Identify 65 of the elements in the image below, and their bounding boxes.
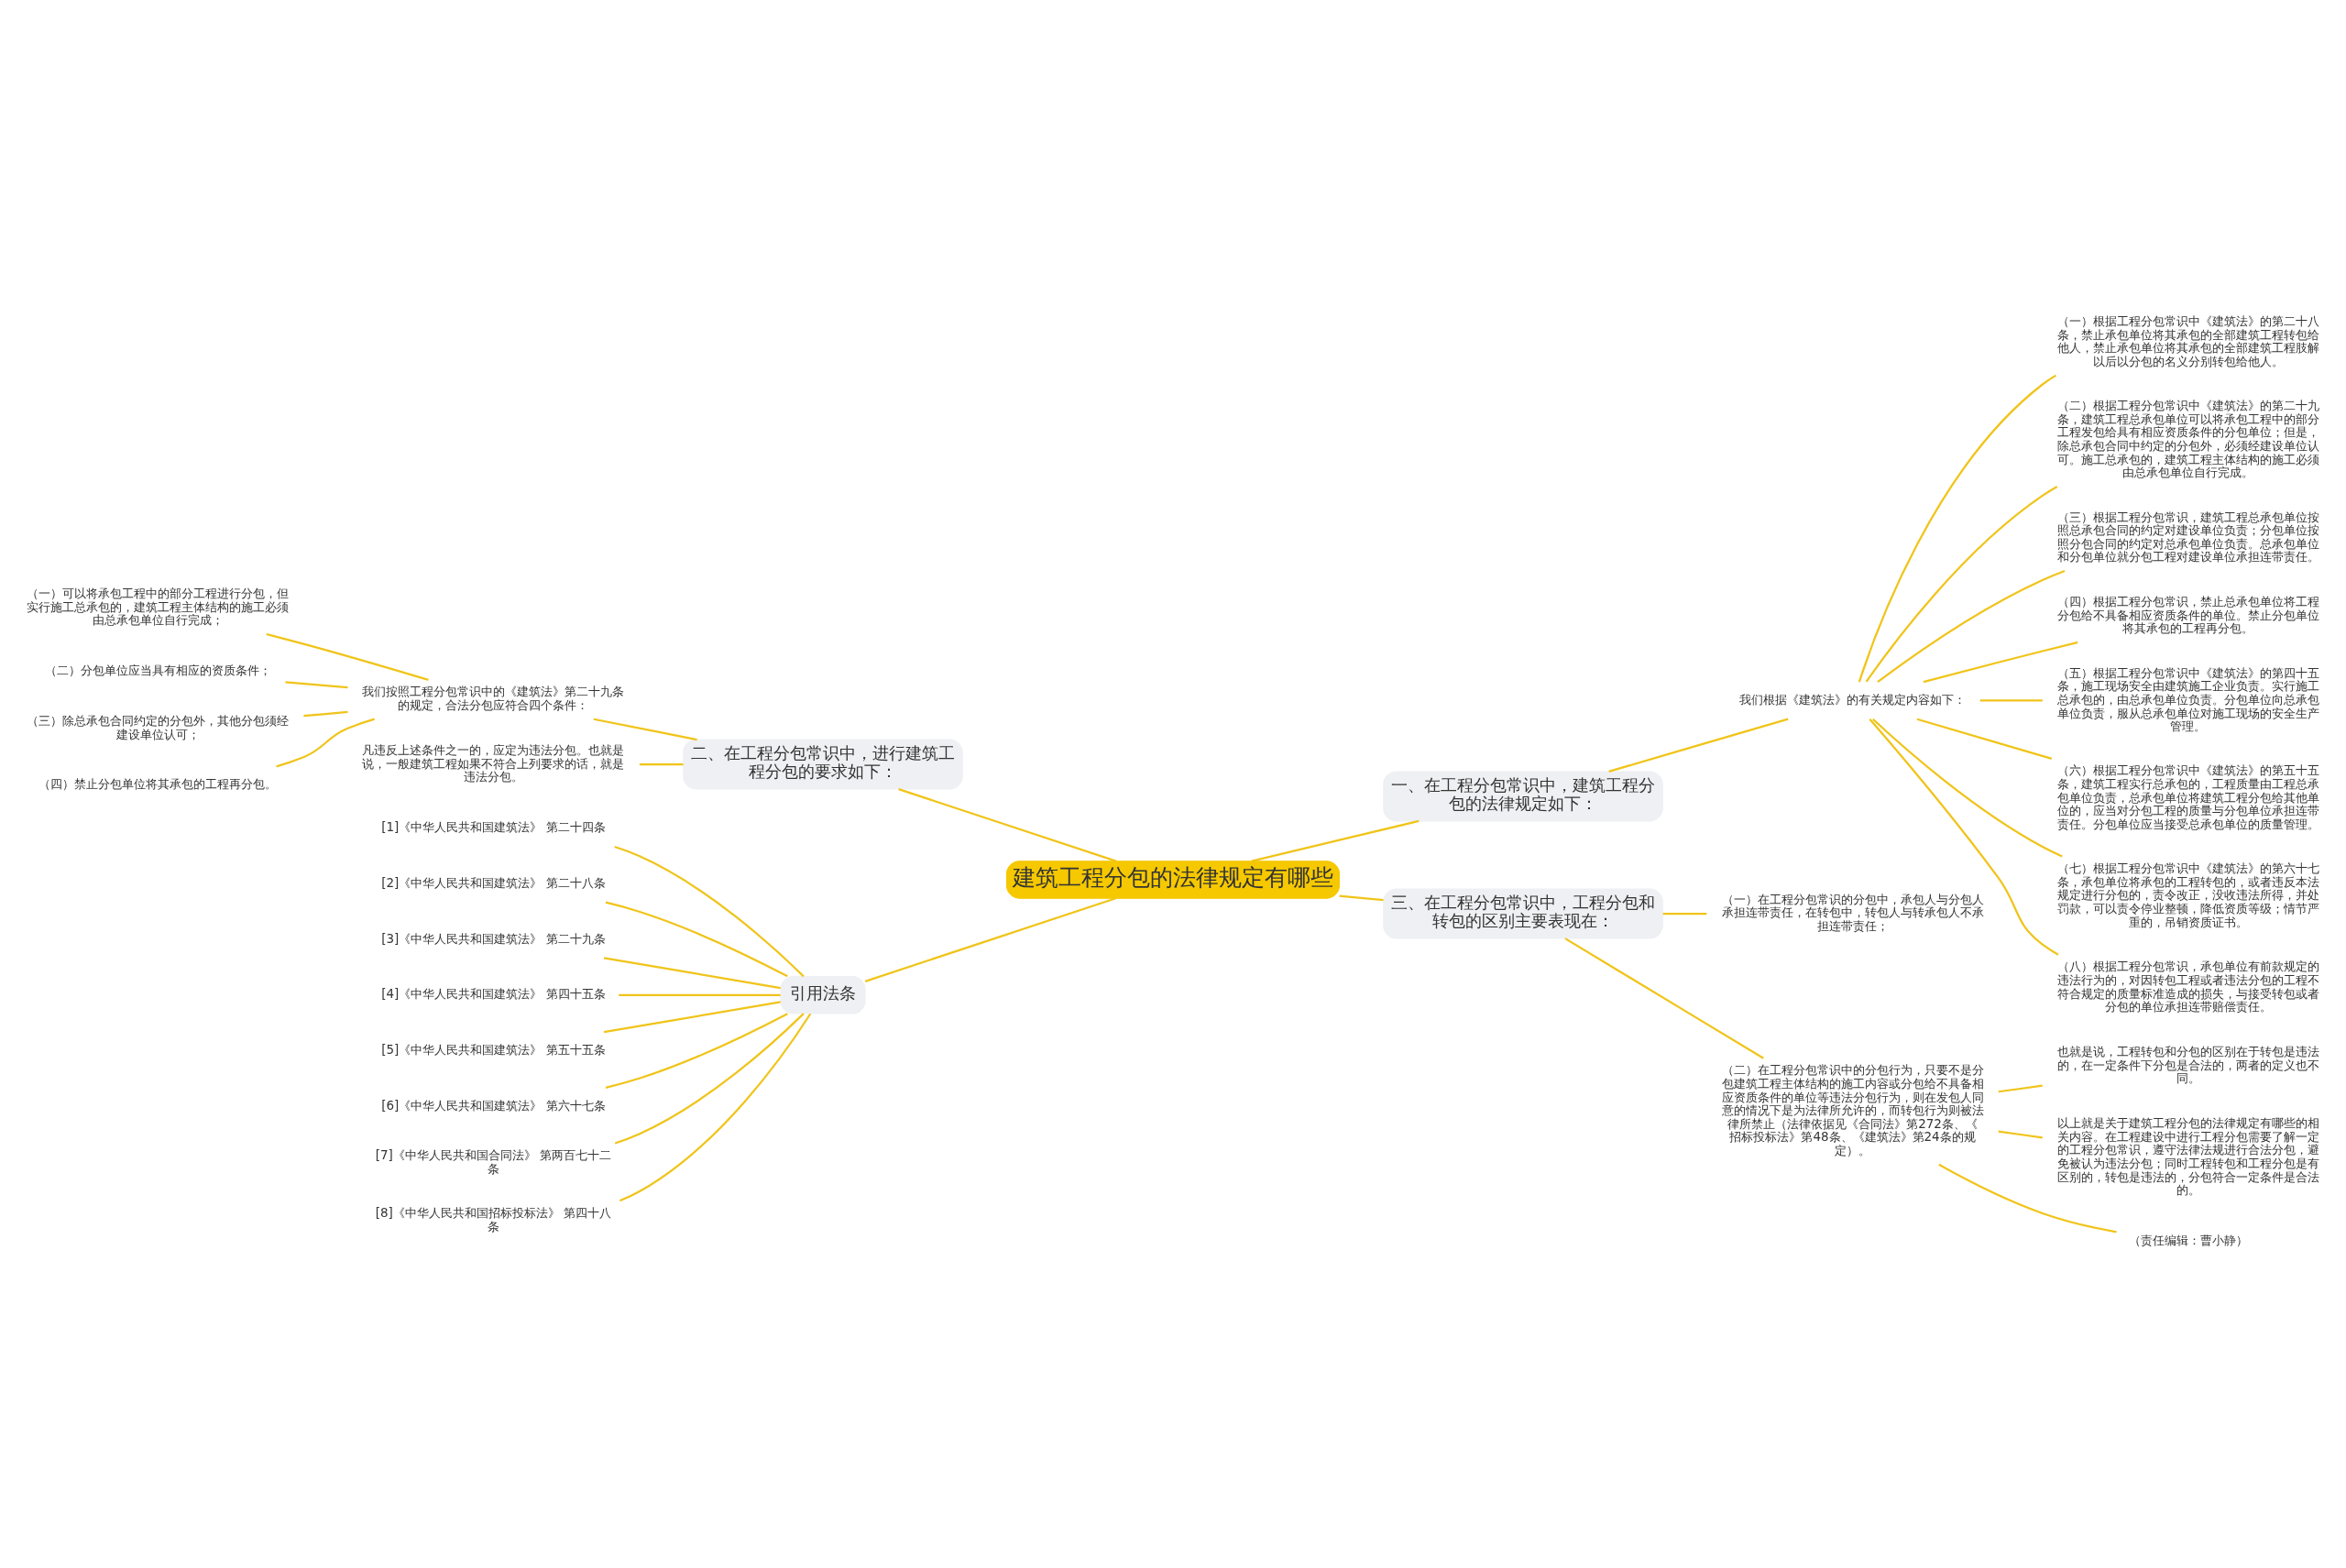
node-box: 一、在工程分包常识中，建筑工程分包的法律规定如下： [1383,770,1663,821]
connector [614,1012,805,1145]
connector [605,1012,788,1089]
node-text: [5]《中华人民共和国建筑法》 第五十五条 [381,1041,606,1057]
node-box: 三、在工程分包常识中，工程分包和转包的区别主要表现在： [1383,888,1663,939]
node-text: （一）在工程分包常识的分包中，承包人与分包人承担连带责任，在转包中，转包人与转承包人不承担连带责任； [1721,891,1984,933]
connector [639,762,684,765]
connector [1998,1084,2043,1092]
node-box: 建筑工程分包的法律规定有哪些 [1006,860,1340,899]
connector [303,710,348,717]
connector [285,680,348,688]
node-text: [6]《中华人民共和国建筑法》 第六十七条 [381,1097,606,1113]
connector [1608,718,1789,773]
connector [1662,912,1707,915]
connector [593,718,697,740]
connector [1858,374,2057,682]
node-text: （二）分包单位应当具有相应的资质条件； [44,662,271,677]
connector [864,896,1116,982]
connector [605,901,788,977]
node-text: 凡违反上述条件之一的，应定为违法分包。也就是说，一般建筑工程如果不符合上列要求的话，就是违法分包。 [362,741,625,784]
connector [1938,1163,2117,1233]
node-text: [2]《中华人民共和国建筑法》 第二十八条 [381,874,606,890]
node-text: 我们按照工程分包常识中的《建筑法》第二十九条的规定，合法分包应符合四个条件： [362,683,625,712]
connector [1869,718,2059,956]
connector [266,632,429,681]
connector [619,993,781,996]
node-text: （二）在工程分包常识中的分包行为，只要不是分包建筑工程主体结构的施工内容或分包给不具备相应资质条件的单位等违法分包行为，则在发包人同意的情况下是为法律所允许的，而转包行为则被法律所禁止（法律依据见《合同法》第272条、《招标投标法》第48条、《建筑法》第24条的规定）。 [1721,1061,1984,1157]
connector [1872,718,2063,858]
node-text: （三）根据工程分包常识，建筑工程总承包单位按照总承包合同的约定对建设单位负责；分包单位按照分包合同的约定对总承包单位负责。总承包单位和分包单位就分包工程对建设单位承担连带责任。 [2056,508,2319,564]
node-box: 引用法条 [780,975,866,1014]
node-text: （责任编辑：曹小静） [2128,1232,2248,1247]
node-text: （一）可以将承包工程中的部分工程进行分包，但实行施工总承包的，建筑工程主体结构的施工必须由总承包单位自行完成； [27,585,290,627]
node-text: 我们根据《建筑法》的有关规定内容如下： [1739,691,1967,707]
connector [1998,1130,2043,1138]
node-text: [4]《中华人民共和国建筑法》 第四十五条 [381,985,606,1001]
node-box: 二、在工程分包常识中，进行建筑工程分包的要求如下： [683,739,963,790]
connector [1865,485,2058,683]
connector [614,845,805,977]
connector [1923,641,2078,683]
node-text: （五）根据工程分包常识中《建筑法》的第四十五条，施工现场安全由建筑施工企业负责。实行施工总承包的，由总承包单位负责。分包单位向总承包单位负责，服从总承包单位对施工现场的安全生产管理。 [2056,664,2319,733]
node-text: [8]《中华人民共和国招标投标法》 第四十八条 [375,1204,612,1234]
node-text: （一）根据工程分包常识中《建筑法》的第二十八条，禁止承包单位将其承包的全部建筑工程转包给他人，禁止承包单位将其承包的全部建筑工程肢解以后以分包的名义分别转包给他人。 [2056,313,2319,368]
node-text: [3]《中华人民共和国建筑法》 第二十九条 [381,930,606,946]
node-text: 以上就是关于建筑工程分包的法律规定有哪些的相关内容。在工程建设中进行工程分包需要了解一定的工程分包常识，遵守法律法规进行合法分包，避免被认为违法分包；同时工程转包和工程分包是有区别的，转包是违法的，分包符合一定条件是合法的。 [2056,1114,2319,1197]
node-text: （二）根据工程分包常识中《建筑法》的第二十九条，建筑工程总承包单位可以将承包工程中的部分工程发包给具有相应资质条件的分包单位；但是，除总承包合同中约定的分包外，必须经建设单位认可。施工总承包的，建筑工程主体结构的施工必须由总承包单位自行完成。 [2056,397,2319,479]
connector [1877,569,2066,683]
node-text: [1]《中华人民共和国建筑法》 第二十四条 [381,818,606,834]
connector [276,718,375,767]
node-text: （四）根据工程分包常识，禁止总承包单位将工程分包给不具备相应资质条件的单位。禁止分包单位将其承包的工程再分包。 [2056,593,2319,635]
connector [1916,718,2053,760]
connector [1979,698,2043,702]
node-text: [7]《中华人民共和国合同法》 第两百七十二条 [375,1146,612,1176]
connector [898,787,1117,862]
connector [1339,894,1384,901]
connector [619,1013,812,1201]
node-text: （四）禁止分包单位将其承包的工程再分包。 [38,775,278,791]
connector [1564,937,1764,1059]
connector [1251,819,1420,862]
connector [603,956,781,989]
node-text: （八）根据工程分包常识，承包单位有前款规定的违法行为的，对因转包工程或者违法分包的工程不符合规定的质量标准造成的损失，与接受转包或者分包的单位承担连带赔偿责任。 [2056,958,2319,1014]
node-text: （七）根据工程分包常识中《建筑法》的第六十七条，承包单位将承包的工程转包的，或者违反本法规定进行分包的，责令改正，没收违法所得，并处罚款，可以责令停业整顿，降低资质等级；情节严重的，吊销资质证书。 [2056,860,2319,929]
node-text: （六）根据工程分包常识中《建筑法》的第五十五条，建筑工程实行总承包的，工程质量由工程总承包单位负责，总承包单位将建筑工程分包给其他单位的，应当对分包工程的质量与分包单位承担连带责任。分包单位应当接受总承包单位的质量管理。 [2056,762,2319,831]
node-text: 也就是说，工程转包和分包的区别在于转包是违法的，在一定条件下分包是合法的，两者的定义也不同。 [2056,1043,2319,1085]
node-text: （三）除总承包合同约定的分包外，其他分包须经建设单位认可； [27,712,290,741]
connector [603,1000,781,1033]
